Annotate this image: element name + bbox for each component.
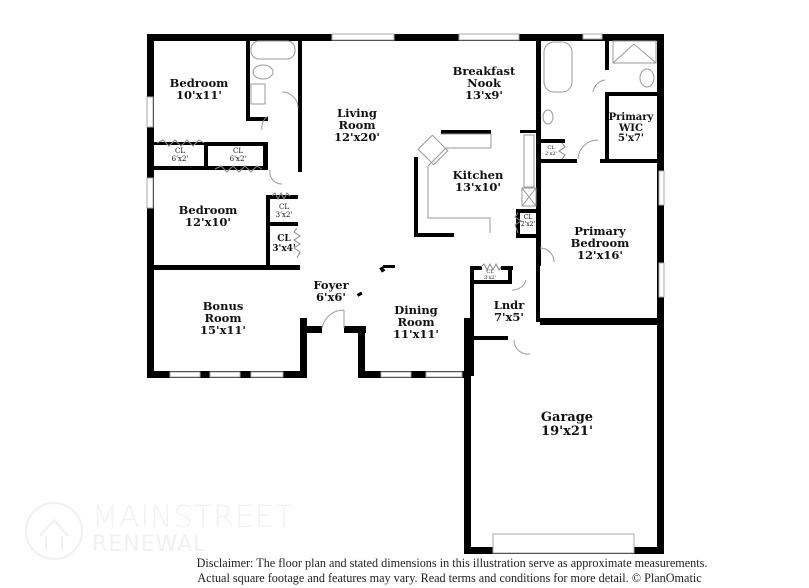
brand-logo: MAINSTREET RENEWAL [22,496,322,566]
room-name: Kitchen [452,168,504,182]
room-name: CL [278,203,289,211]
room-dims: 2'x2' [545,150,557,157]
exterior-walls [147,34,664,554]
room-name-line2: Room [338,118,376,133]
room-dims: 13'x9' [465,88,503,103]
room-dims: 12'x20' [334,130,380,145]
room-name-line1: Primary [574,224,626,238]
room-name-line2: Room [204,311,242,326]
room-name-line2: Nook [467,76,501,91]
bifold-closet-doors [156,139,566,272]
room-name: Bedroom [178,203,238,217]
room-label-closet-3: CL 3'x2' [275,203,293,219]
room-dims: 3'x2' [484,274,496,281]
room-label-living-room: Living Room 12'x20' [334,107,380,143]
room-name-line1: Bonus [202,299,244,313]
room-name-line2: Room [397,315,435,330]
room-name: CL [523,214,533,221]
logo-mark-icon [25,502,83,560]
room-label-kitchen: Kitchen 13'x10' [453,169,504,193]
room-dims: 7'x5' [494,310,524,325]
room-name: CL [174,147,185,155]
room-dims: 11'x11' [393,327,439,342]
room-name: Foyer [313,278,349,292]
room-label-breakfast-nook: Breakfast Nook 13'x9' [453,65,516,101]
room-name-line2: Bedroom [570,236,630,251]
room-label-primary-bedroom: Primary Bedroom 12'x16' [571,225,630,261]
room-dims: 19'x21' [541,423,593,439]
room-label-bedroom-1: Bedroom 10'x11' [170,77,229,101]
room-name: Bedroom [169,76,229,90]
fixtures [250,40,657,355]
room-label-bonus-room: Bonus Room 15'x11' [200,300,246,336]
room-label-closet-5: CL 2'x2' [545,145,557,157]
room-name-line1: Breakfast [452,64,516,78]
disclaimer-line2: Actual square footage and features may v… [197,571,702,585]
room-label-bedroom-2: Bedroom 12'x10' [179,204,238,228]
room-dims: 6'x2' [171,154,189,163]
room-dims: 3'x4' [272,243,296,254]
room-label-garage: Garage 19'x21' [541,411,593,438]
room-label-primary-wic: Primary WIC 5'x7' [608,112,654,145]
interior-walls [150,38,660,376]
room-label-closet-6: CL 2'x2' [520,214,536,228]
room-dims: 6'x2' [229,154,247,163]
room-label-closet-2: CL 6'x2' [229,147,247,163]
room-label-dining-room: Dining Room 11'x11' [393,304,439,340]
room-name-line1: Living [337,106,377,120]
room-dims: 10'x11' [176,88,222,103]
room-label-closet-1: CL 6'x2' [171,147,189,163]
room-dims: 12'x16' [577,248,623,263]
room-dims: 5'x7' [617,133,645,144]
room-name: CL [277,234,291,244]
room-name: CL [232,147,243,155]
room-name: Lndr [493,298,525,312]
room-name-line1: Primary [608,112,654,123]
disclaimer: Disclaimer: The floor plan and stated di… [0,556,809,586]
logo-text-line2: RENEWAL [92,532,207,557]
room-dims: 2'x2' [520,220,536,228]
room-label-laundry: Lndr 7'x5' [494,299,525,323]
room-dims: 13'x10' [455,180,501,195]
room-label-foyer: Foyer 6'x6' [313,279,348,303]
windows [146,33,665,554]
room-dims: 6'x6' [316,290,346,305]
room-name: CL [547,145,555,151]
room-name: Garage [540,410,594,425]
room-label-closet-7: CL 3'x2' [484,269,496,281]
room-name: CL [486,269,494,275]
room-name-line1: Dining [394,303,438,317]
room-dims: 12'x10' [185,215,231,230]
room-dims: 15'x11' [200,323,246,338]
room-name-line2: WIC [619,122,643,134]
room-dims: 3'x2' [275,210,293,219]
logo-text-line1: MAINSTREET [92,500,295,535]
disclaimer-line1: Disclaimer: The floor plan and stated di… [196,556,708,570]
room-label-closet-4: CL 3'x4' [272,234,296,255]
